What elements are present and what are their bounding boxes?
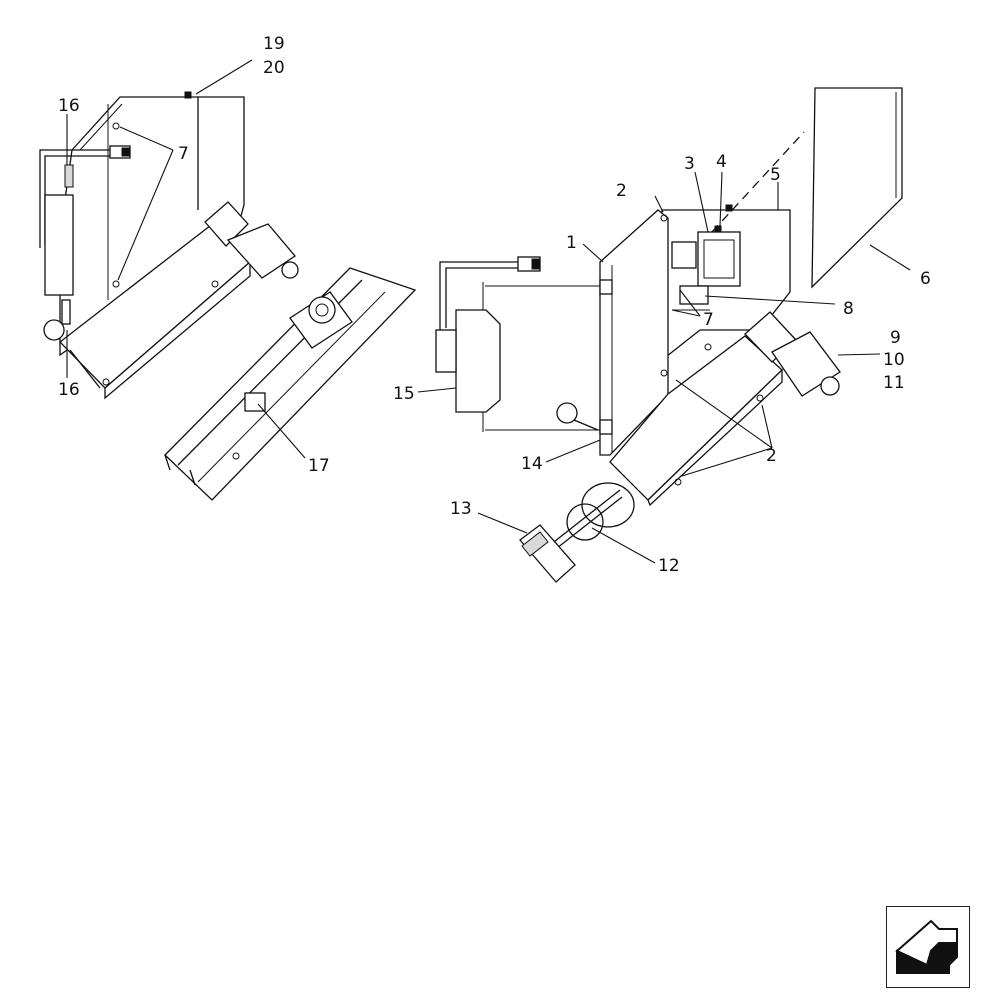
- arrow-down-left-icon: [895, 919, 958, 974]
- callouts: 19 20 16 7 16 17 2 3 4 5 1 6 8 7 9 10 11…: [58, 34, 931, 576]
- callout-3: 3: [684, 154, 695, 174]
- callout-11: 11: [883, 373, 905, 393]
- callout-5: 5: [770, 165, 781, 185]
- callout-10: 10: [883, 350, 905, 370]
- chute-assembly: [164, 267, 417, 501]
- callout-17: 17: [308, 456, 330, 476]
- leader-lines: [66, 59, 911, 564]
- back-navigation-button[interactable]: [886, 906, 970, 988]
- callout-7-right: 7: [703, 310, 714, 330]
- callout-16-bottom: 16: [58, 380, 80, 400]
- callout-15: 15: [393, 384, 415, 404]
- callout-8: 8: [843, 299, 854, 319]
- callout-14: 14: [521, 454, 543, 474]
- left-assembly: [39, 91, 299, 400]
- callout-9: 9: [890, 328, 901, 348]
- callout-13: 13: [450, 499, 472, 519]
- callout-2-bottom: 2: [766, 446, 777, 466]
- callout-19: 19: [263, 34, 285, 54]
- callout-4: 4: [716, 152, 727, 172]
- callout-20: 20: [263, 58, 285, 78]
- callout-1: 1: [566, 233, 577, 253]
- callout-16-top: 16: [58, 96, 80, 116]
- callout-2-top: 2: [616, 181, 627, 201]
- right-assembly: [435, 87, 903, 583]
- callout-7-left: 7: [178, 144, 189, 164]
- callout-6: 6: [920, 269, 931, 289]
- callout-12: 12: [658, 556, 680, 576]
